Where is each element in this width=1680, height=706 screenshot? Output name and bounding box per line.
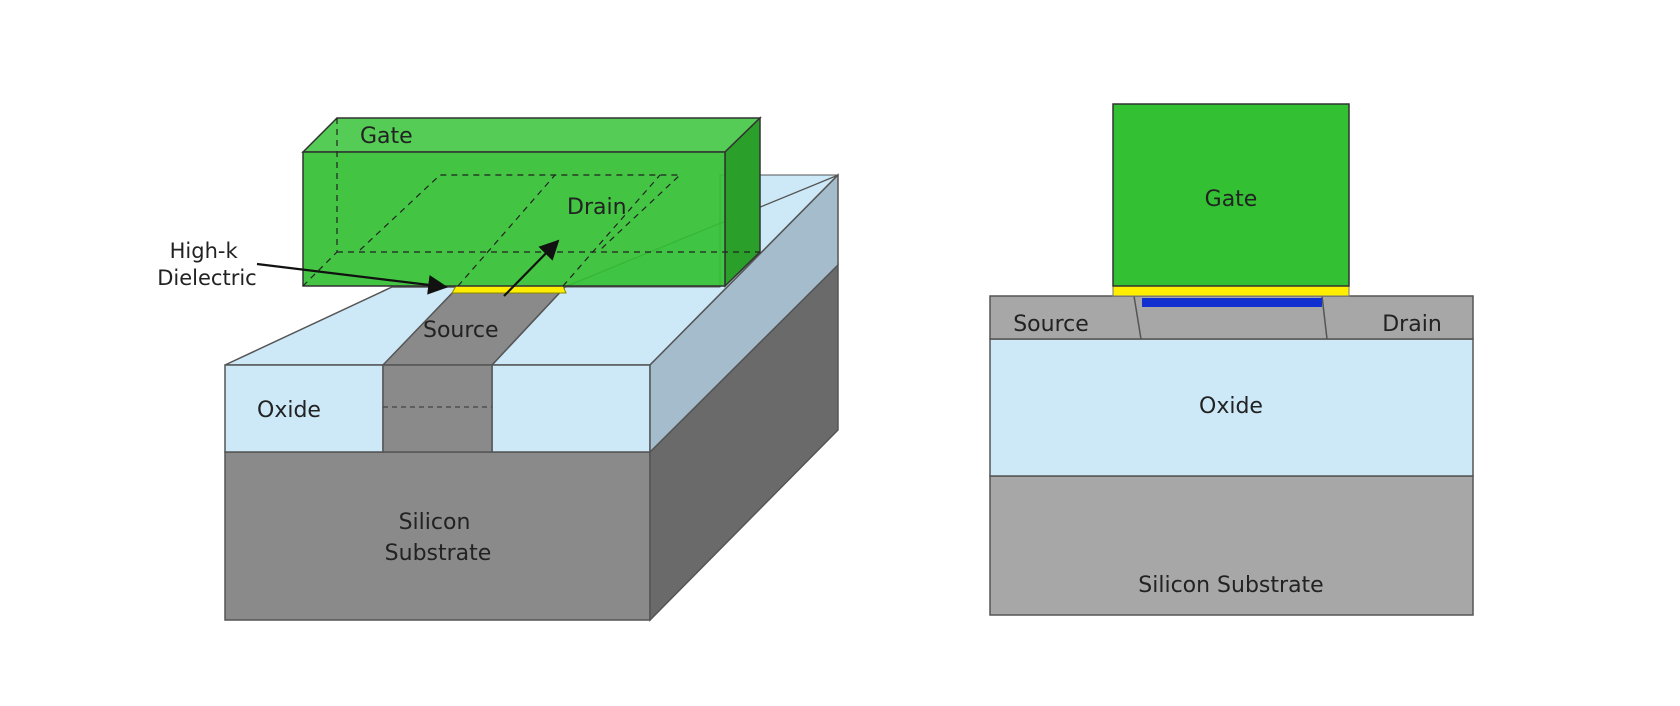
dielectric-label: High-k Dielectric xyxy=(157,239,256,290)
dielectric-label-line1: High-k xyxy=(170,239,239,263)
right-gate-label: Gate xyxy=(1205,187,1258,212)
fin-front-face xyxy=(382,364,493,453)
substrate-label-line1: Silicon xyxy=(399,510,471,535)
left-3d-diagram: Gate Drain High-k Dielectric Source Oxid… xyxy=(157,116,839,622)
right-drain-label: Drain xyxy=(1382,312,1442,337)
cs-channel xyxy=(1142,298,1322,307)
cs-oxide xyxy=(989,338,1474,477)
left-substrate-label: Silicon Substrate xyxy=(385,510,492,566)
left-oxide-label: Oxide xyxy=(257,398,321,423)
source-to-drain-arrow xyxy=(503,239,560,297)
left-source-label: Source xyxy=(423,318,499,343)
cs-source-boundary xyxy=(1133,295,1142,340)
right-oxide-label: Oxide xyxy=(1199,394,1263,419)
right-source-label: Source xyxy=(1013,312,1089,337)
cs-drain-boundary xyxy=(1321,295,1328,340)
substrate-label-line2: Substrate xyxy=(385,541,492,566)
oxide-front-right xyxy=(491,364,651,453)
left-drain-label: Drain xyxy=(567,195,627,220)
right-substrate-label: Silicon Substrate xyxy=(1138,573,1323,598)
oxide-side-face xyxy=(649,173,839,454)
dielectric-label-line2: Dielectric xyxy=(157,266,256,290)
dielectric-arrow xyxy=(256,262,448,295)
cs-dielectric xyxy=(1112,285,1350,297)
gate-front-face xyxy=(302,151,726,287)
right-cross-section: Gate Source Drain Oxide Silicon Substrat… xyxy=(989,103,1474,616)
cs-substrate xyxy=(989,475,1474,616)
substrate-front-face xyxy=(224,451,651,621)
cs-gate xyxy=(1112,103,1350,287)
left-gate-label: Gate xyxy=(360,124,413,149)
